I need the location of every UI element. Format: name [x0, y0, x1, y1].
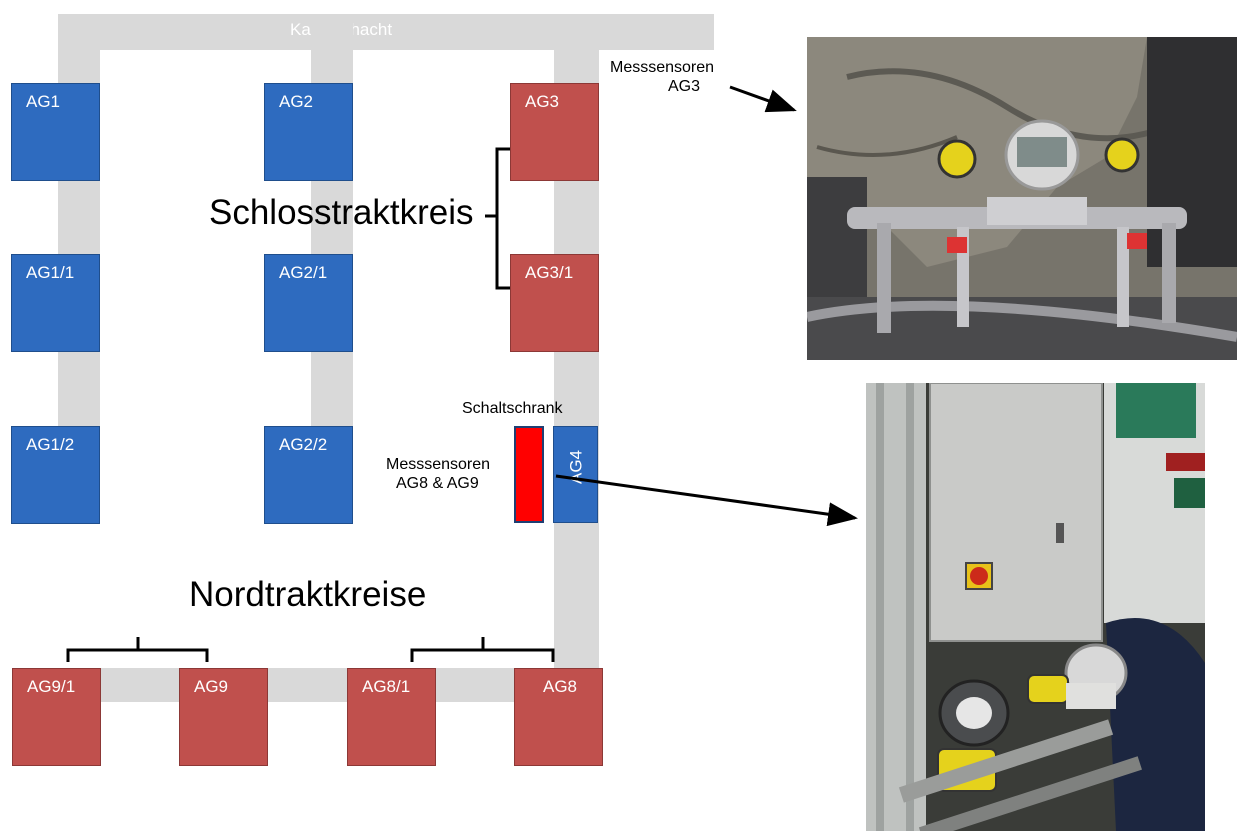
- unit-ag1-2: AG1/2: [11, 426, 100, 524]
- arrow-ag3-sensors: [729, 85, 797, 113]
- unit-ag3-1: AG3/1: [510, 254, 599, 352]
- photo-sensors-ag89-image: [866, 383, 1205, 831]
- unit-ag1: AG1: [11, 83, 100, 181]
- unit-ag2-1: AG2/1: [264, 254, 353, 352]
- unit-ag2: AG2: [264, 83, 353, 181]
- unit-ag9: AG9: [179, 668, 268, 766]
- switch-cabinet: [514, 426, 544, 523]
- nordtrakt-bracket-left: [66, 637, 209, 662]
- arrow-ag89-sensors: [555, 474, 858, 527]
- photo-sensors-ag3-image: [807, 37, 1237, 360]
- unit-ag3: AG3: [510, 83, 599, 181]
- cable-duct-top: [58, 14, 714, 50]
- unit-ag8: AG8: [514, 668, 603, 766]
- unit-ag1-1: AG1/1: [11, 254, 100, 352]
- sensors-ag89-line2: AG8 & AG9: [396, 475, 479, 492]
- sensors-ag3-line2: AG3: [668, 78, 701, 95]
- unit-ag8-1: AG8/1: [347, 668, 436, 766]
- sensors-ag3-line1: Messsensoren: [610, 59, 715, 76]
- circuit-schlosstrakt-label: Schlosstraktkreis: [209, 193, 474, 232]
- circuit-nordtrakt-label: Nordtraktkreise: [189, 575, 427, 614]
- unit-ag2-2: AG2/2: [264, 426, 353, 524]
- switch-cabinet-label: Schaltschrank: [462, 400, 563, 417]
- photo-sensors-ag89: [866, 383, 1205, 831]
- sensors-ag89-line1: Messsensoren: [386, 456, 491, 473]
- unit-ag4: AG4: [553, 426, 598, 523]
- unit-ag9-1: AG9/1: [12, 668, 101, 766]
- schlosstrakt-bracket: [485, 147, 510, 290]
- nordtrakt-bracket-right: [410, 637, 555, 662]
- photo-sensors-ag3: [807, 37, 1237, 360]
